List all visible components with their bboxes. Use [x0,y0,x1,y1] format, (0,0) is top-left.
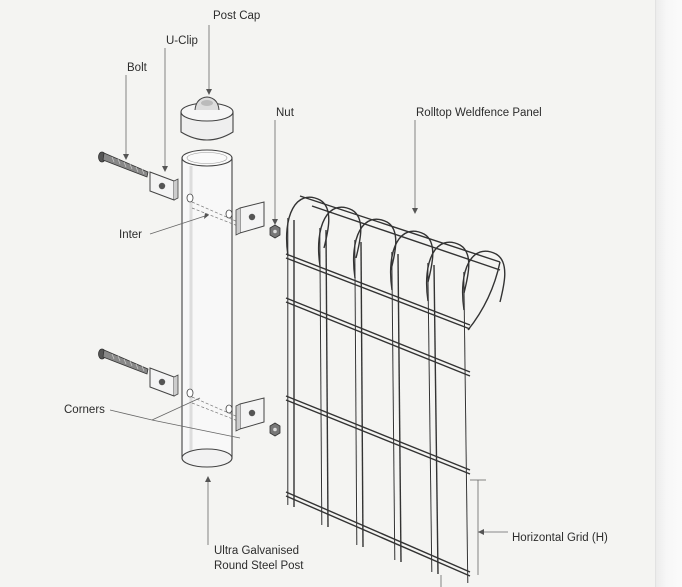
horizontal-grid-label: Horizontal Grid (H) [512,532,608,544]
rolltop-top-rail [299,195,501,263]
panel-horizontal-wire [285,399,471,475]
panel-vertical-wire [391,251,396,561]
panel-vertical-wire [463,271,469,584]
rolltop-end [467,261,501,331]
rolltop-loop [426,241,470,302]
inter-label: Inter [119,229,143,241]
panel-vertical-wire [354,239,358,546]
rolltop-top-rail [311,205,501,271]
panel-horizontal-wire [285,491,471,573]
bolt-upper [98,151,149,178]
page-edge-strip [655,0,682,587]
u-clip-lower-right [235,397,265,432]
bolt-lower [98,348,149,375]
panel-horizontal-wire [285,253,471,326]
panel-vertical-wire [427,262,433,573]
panel-vertical-wire [360,241,364,548]
panel-horizontal-wire [285,297,471,373]
rolltop-loop [286,196,330,257]
nut-lower [269,422,281,437]
panel-horizontal-wire [285,301,471,377]
panel-vertical-wire [397,253,402,563]
u-clip-lower-left [149,367,179,397]
panel-vertical-wire [433,264,439,575]
panel-label: Rolltop Weldfence Panel [416,107,542,119]
corners-label: Corners [64,404,105,416]
panel-horizontal-wire [285,395,471,471]
rolltop-loop [390,230,434,291]
nut-upper [269,224,281,239]
round-steel-post [181,149,239,468]
post-cap-label: Post Cap [213,10,261,22]
bolt-label: Bolt [127,62,147,74]
rolltop-loop [318,206,362,267]
post-label-line2: Round Steel Post [214,560,304,572]
post-label-line1: Ultra Galvanised [214,545,300,557]
u-clip-upper-right [235,201,265,236]
leader-lines [109,25,508,587]
panel-vertical-wire [319,227,323,526]
rolltop-weldfence-panel [285,195,506,584]
post-cap [180,96,234,141]
rolltop-loop [462,250,506,311]
panel-horizontal-wire [285,495,471,577]
panel-vertical-wire [325,229,329,528]
nut-label: Nut [276,107,294,119]
u-clip-upper-left [149,171,179,201]
u-clip-label: U-Clip [166,35,198,47]
rolltop-loop [353,218,397,279]
panel-horizontal-wire [285,257,471,330]
